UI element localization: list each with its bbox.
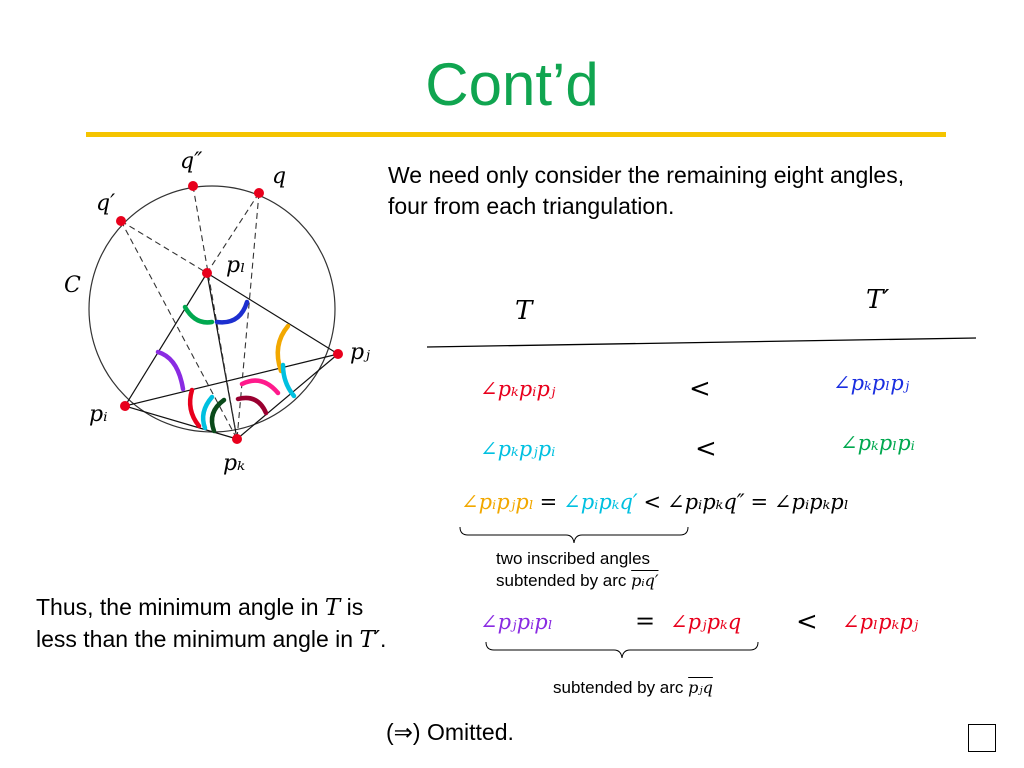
row3-lt: <: [643, 490, 662, 514]
point-q1: [116, 216, 126, 226]
point-pl: [202, 268, 212, 278]
circle-diagram: q″ q q′ pₗ C pⱼ pᵢ pₖ: [64, 149, 370, 476]
point-q2: [188, 181, 198, 191]
brace-2: [485, 641, 759, 659]
label-q1: q′: [96, 191, 115, 216]
page-title: Cont’d: [425, 51, 599, 118]
row3: ∠pᵢpⱼpₗ = ∠pᵢpₖq′ < ∠pᵢpₖq″ = ∠pᵢpₖpₗ: [461, 490, 849, 515]
row4-a: ∠pⱼpᵢpₗ: [480, 610, 553, 634]
point-q: [254, 188, 264, 198]
edge-pl-pk: [206, 272, 238, 440]
row3-d: ∠pᵢpₖpₗ: [773, 490, 849, 514]
arc-orange: [275, 323, 291, 374]
arc-purple: [155, 349, 186, 392]
row2-right: ∠pₖpₗpᵢ: [840, 431, 915, 455]
arc-magenta: [239, 378, 281, 396]
brace1-line2: subtended by arc pᵢq′: [496, 571, 659, 590]
header-divider: [426, 337, 977, 348]
row2-rel: <: [695, 434, 717, 464]
omitted-note: (⇒) Omitted.: [386, 719, 514, 745]
row1-right: ∠pₖpₗpⱼ: [833, 371, 910, 395]
row3-a: ∠pᵢpⱼpₗ: [461, 490, 534, 514]
brace-1: [459, 526, 689, 544]
intro-line-1: We need only consider the remaining eigh…: [388, 162, 905, 188]
arc-cyan-bottom: [200, 394, 215, 431]
intro-line-2: four from each triangulation.: [388, 193, 675, 219]
point-pk: [232, 434, 242, 444]
row4-b: ∠pⱼpₖq: [670, 610, 742, 634]
row1-left: ∠pₖpᵢpⱼ: [480, 377, 556, 401]
row2-left: ∠pₖpⱼpᵢ: [480, 437, 556, 461]
brace1-line1: two inscribed angles: [496, 549, 651, 568]
row3-b: ∠pᵢpₖq′: [563, 490, 638, 514]
row4-eq: =: [635, 607, 656, 635]
point-pj: [333, 349, 343, 359]
chord-q2-pk: [192, 185, 238, 440]
label-q2: q″: [180, 149, 203, 174]
conclusion-line-1: Thus, the minimum angle in T is: [36, 594, 364, 621]
arc-maroon: [235, 395, 269, 416]
column-header-Tprime: T′: [866, 285, 890, 315]
label-pj: pⱼ: [350, 340, 370, 365]
label-pi: pᵢ: [89, 402, 108, 427]
edge-pi-pj: [124, 353, 339, 407]
label-pk: pₖ: [223, 451, 245, 476]
arc-darkblue: [214, 299, 250, 325]
brace2-label: subtended by arc pⱼq: [553, 678, 713, 697]
row3-c: ∠pᵢpₖq″: [666, 490, 745, 514]
arc-cyan-right: [280, 362, 297, 399]
arc-red: [187, 387, 202, 429]
row4-lt: <: [796, 607, 818, 637]
arc-pi-q1: pᵢq′: [631, 571, 659, 590]
arc-green: [182, 304, 215, 325]
edge-pi-pk: [124, 405, 238, 440]
row1-rel: <: [689, 374, 711, 404]
chord-q-pl: [206, 192, 260, 274]
brace1-label: two inscribed angles subtended by arc pᵢ…: [496, 548, 659, 592]
row3-eq2: =: [750, 490, 769, 514]
label-pl: pₗ: [226, 253, 245, 278]
slide-checkbox[interactable]: [968, 724, 996, 752]
edge-pl-pj: [206, 272, 339, 355]
row4-c: ∠pₗpₖpⱼ: [842, 610, 919, 634]
edge-pi-pl: [124, 272, 208, 407]
title-underline: [86, 132, 946, 137]
chord-q1-pl: [120, 220, 208, 274]
conclusion-text: Thus, the minimum angle in T is less tha…: [36, 592, 386, 656]
label-C: C: [64, 273, 81, 298]
arc-black: [209, 397, 227, 434]
label-q: q: [272, 164, 286, 189]
conclusion-line-2: less than the minimum angle in T′.: [36, 626, 387, 653]
intro-text: We need only consider the remaining eigh…: [388, 160, 904, 222]
row3-eq1: =: [539, 490, 558, 514]
arc-pj-q: pⱼq: [688, 678, 713, 697]
edge-pk-pj: [236, 353, 339, 440]
point-pi: [120, 401, 130, 411]
column-header-T: T: [515, 296, 533, 326]
